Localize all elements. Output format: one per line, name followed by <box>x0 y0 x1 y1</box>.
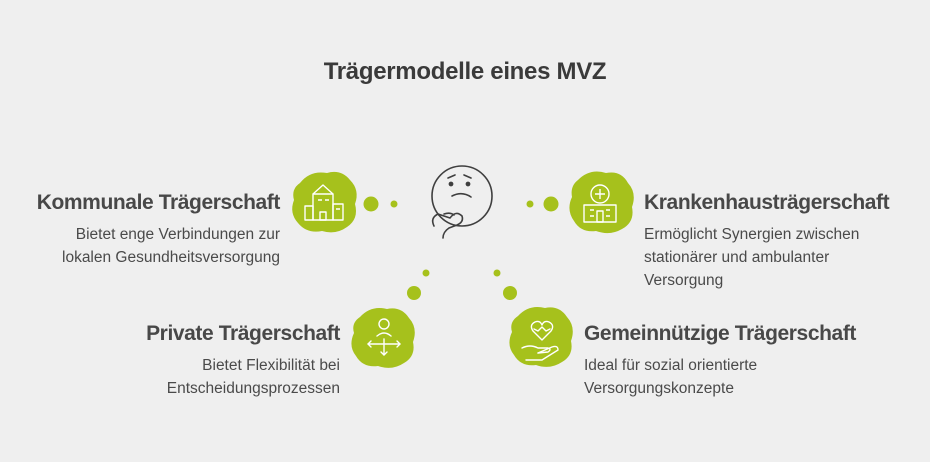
item-description: Ermöglicht Synergien zwischen stationäre… <box>644 223 924 292</box>
item-description-line: Ideal für sozial orientierte <box>584 357 758 374</box>
town-buildings-icon <box>292 171 357 233</box>
item-description-line: Bietet Flexibilität bei <box>202 357 340 374</box>
item-description-line: Versorgung <box>644 272 724 289</box>
item-description: Ideal für sozial orientierte Versorgungs… <box>584 354 904 400</box>
connector-dots <box>363 196 559 300</box>
item-description-line: Bietet enge Verbindungen zur <box>75 226 280 243</box>
item-description-line: Entscheidungsprozessen <box>166 380 340 397</box>
connector-dot <box>503 286 517 300</box>
item-description: Bietet Flexibilität bei Entscheidungspro… <box>60 354 340 400</box>
item-description-line: stationärer und ambulanter <box>644 249 830 266</box>
item-krankenhaus: Krankenhausträgerschaft Ermöglicht Syner… <box>644 191 924 292</box>
item-heading: Private Trägerschaft <box>146 322 340 345</box>
item-description-line: lokalen Gesundheitsversorgung <box>62 249 280 266</box>
heart-hand-icon <box>509 307 573 367</box>
item-heading: Gemeinnützige Trägerschaft <box>584 322 857 345</box>
connector-dot <box>422 269 430 277</box>
connector-dot <box>543 196 559 212</box>
page-title: Trägermodelle eines MVZ <box>323 58 607 85</box>
connector-dot <box>390 200 398 208</box>
item-description: Bietet enge Verbindungen zur lokalen Ges… <box>0 223 280 269</box>
item-description-line: Ermöglicht Synergien zwischen <box>644 226 860 243</box>
item-heading: Kommunale Trägerschaft <box>36 191 281 214</box>
item-private: Private Trägerschaft Bietet Flexibilität… <box>60 322 340 400</box>
connector-dot <box>493 269 501 277</box>
connector-dot <box>363 196 379 212</box>
item-heading: Krankenhausträgerschaft <box>644 191 890 214</box>
item-gemeinnuetzig: Gemeinnützige Trägerschaft Ideal für soz… <box>584 322 904 400</box>
thinking-face-icon <box>431 165 493 239</box>
item-kommunale: Kommunale Trägerschaft Bietet enge Verbi… <box>0 191 281 269</box>
connector-dot <box>526 200 534 208</box>
person-arrows-icon <box>351 308 415 368</box>
connector-dot <box>407 286 421 300</box>
item-description-line: Versorgungskonzepte <box>584 380 734 397</box>
hospital-icon <box>569 171 634 234</box>
